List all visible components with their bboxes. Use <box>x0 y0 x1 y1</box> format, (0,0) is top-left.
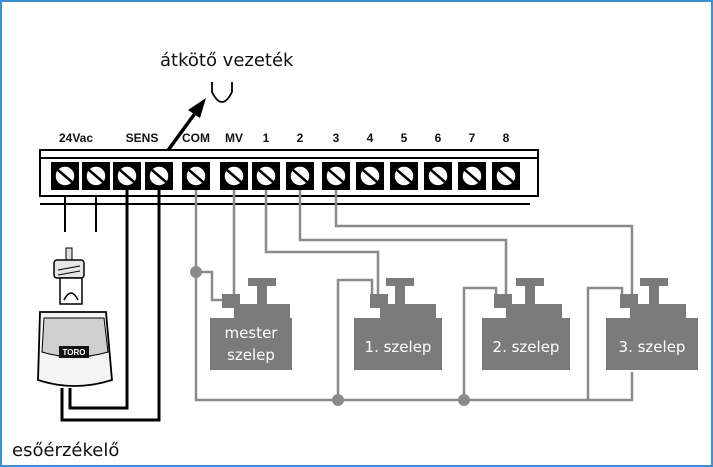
wire-common-valve3 <box>586 286 624 400</box>
valve-3-label: 3. szelep <box>619 338 686 356</box>
terminal-screw-slot <box>498 169 514 183</box>
terminal-label: 5 <box>401 131 408 145</box>
terminal-screw-slot <box>88 169 104 183</box>
terminal-screw-slot <box>396 169 412 183</box>
junction-dot <box>190 266 202 278</box>
valve-1: 1. szelep <box>354 278 442 370</box>
terminal-screw-slot <box>119 169 135 183</box>
terminal-screw-slot <box>258 169 274 183</box>
valve-2: 2. szelep <box>482 278 570 370</box>
terminal-screw-slot <box>151 169 167 183</box>
terminal-screw-slot <box>226 169 242 183</box>
terminal-screw-slot <box>188 169 204 183</box>
wire-zone2 <box>298 190 508 298</box>
sensor-wire-2 <box>60 190 161 422</box>
terminal-screw-slot <box>328 169 344 183</box>
terminal-label: SENS <box>126 131 159 145</box>
terminal-screw-slot <box>464 169 480 183</box>
terminal-label: MV <box>225 131 243 145</box>
terminal-label: 8 <box>503 131 510 145</box>
terminal-labels: 24Vac SENS COM MV 1 2 3 4 5 6 7 8 <box>59 131 510 145</box>
wire-common-valve1 <box>336 278 374 400</box>
valve-master: mester szelep <box>210 278 292 370</box>
wire-common-valve2 <box>462 286 498 400</box>
terminal-screw-slot <box>57 169 73 183</box>
rain-sensor: TORO <box>37 247 113 387</box>
terminal-label: 3 <box>333 131 340 145</box>
terminal-screw-slot <box>292 169 308 183</box>
valve-1-label: 1. szelep <box>365 338 432 356</box>
junction-dot <box>458 394 470 406</box>
jumper-symbol <box>211 82 233 103</box>
wire-common-main <box>194 190 634 402</box>
valve-master-label-2: szelep <box>227 346 275 364</box>
terminal-label: 7 <box>469 131 476 145</box>
terminal-label: 2 <box>297 131 304 145</box>
gray-wiring <box>190 190 634 406</box>
junction-dot <box>332 394 344 406</box>
sensor-wire-1 <box>68 190 129 410</box>
terminal-screws <box>51 162 520 190</box>
wire-zone1 <box>264 190 380 300</box>
valve-2-label: 2. szelep <box>493 338 560 356</box>
valve-3: 3. szelep <box>606 278 698 370</box>
terminal-screw-slot <box>362 169 378 183</box>
terminal-label: 4 <box>367 131 374 145</box>
sensor-label: esőérzékelő <box>12 440 119 461</box>
terminal-screw-slot <box>430 169 446 183</box>
terminal-label: 6 <box>435 131 442 145</box>
jumper-arrow-head <box>188 98 206 118</box>
terminal-label: 1 <box>263 131 270 145</box>
valve-master-label-1: mester <box>225 324 279 342</box>
terminal-label: COM <box>182 131 210 145</box>
wire-zone3 <box>334 190 634 298</box>
wire-common-master <box>196 270 224 302</box>
terminal-label: 24Vac <box>59 131 93 145</box>
terminal-strip-top <box>39 149 539 159</box>
jumper-label: átkötő vezeték <box>160 50 294 71</box>
sensor-brand: TORO <box>63 348 86 357</box>
